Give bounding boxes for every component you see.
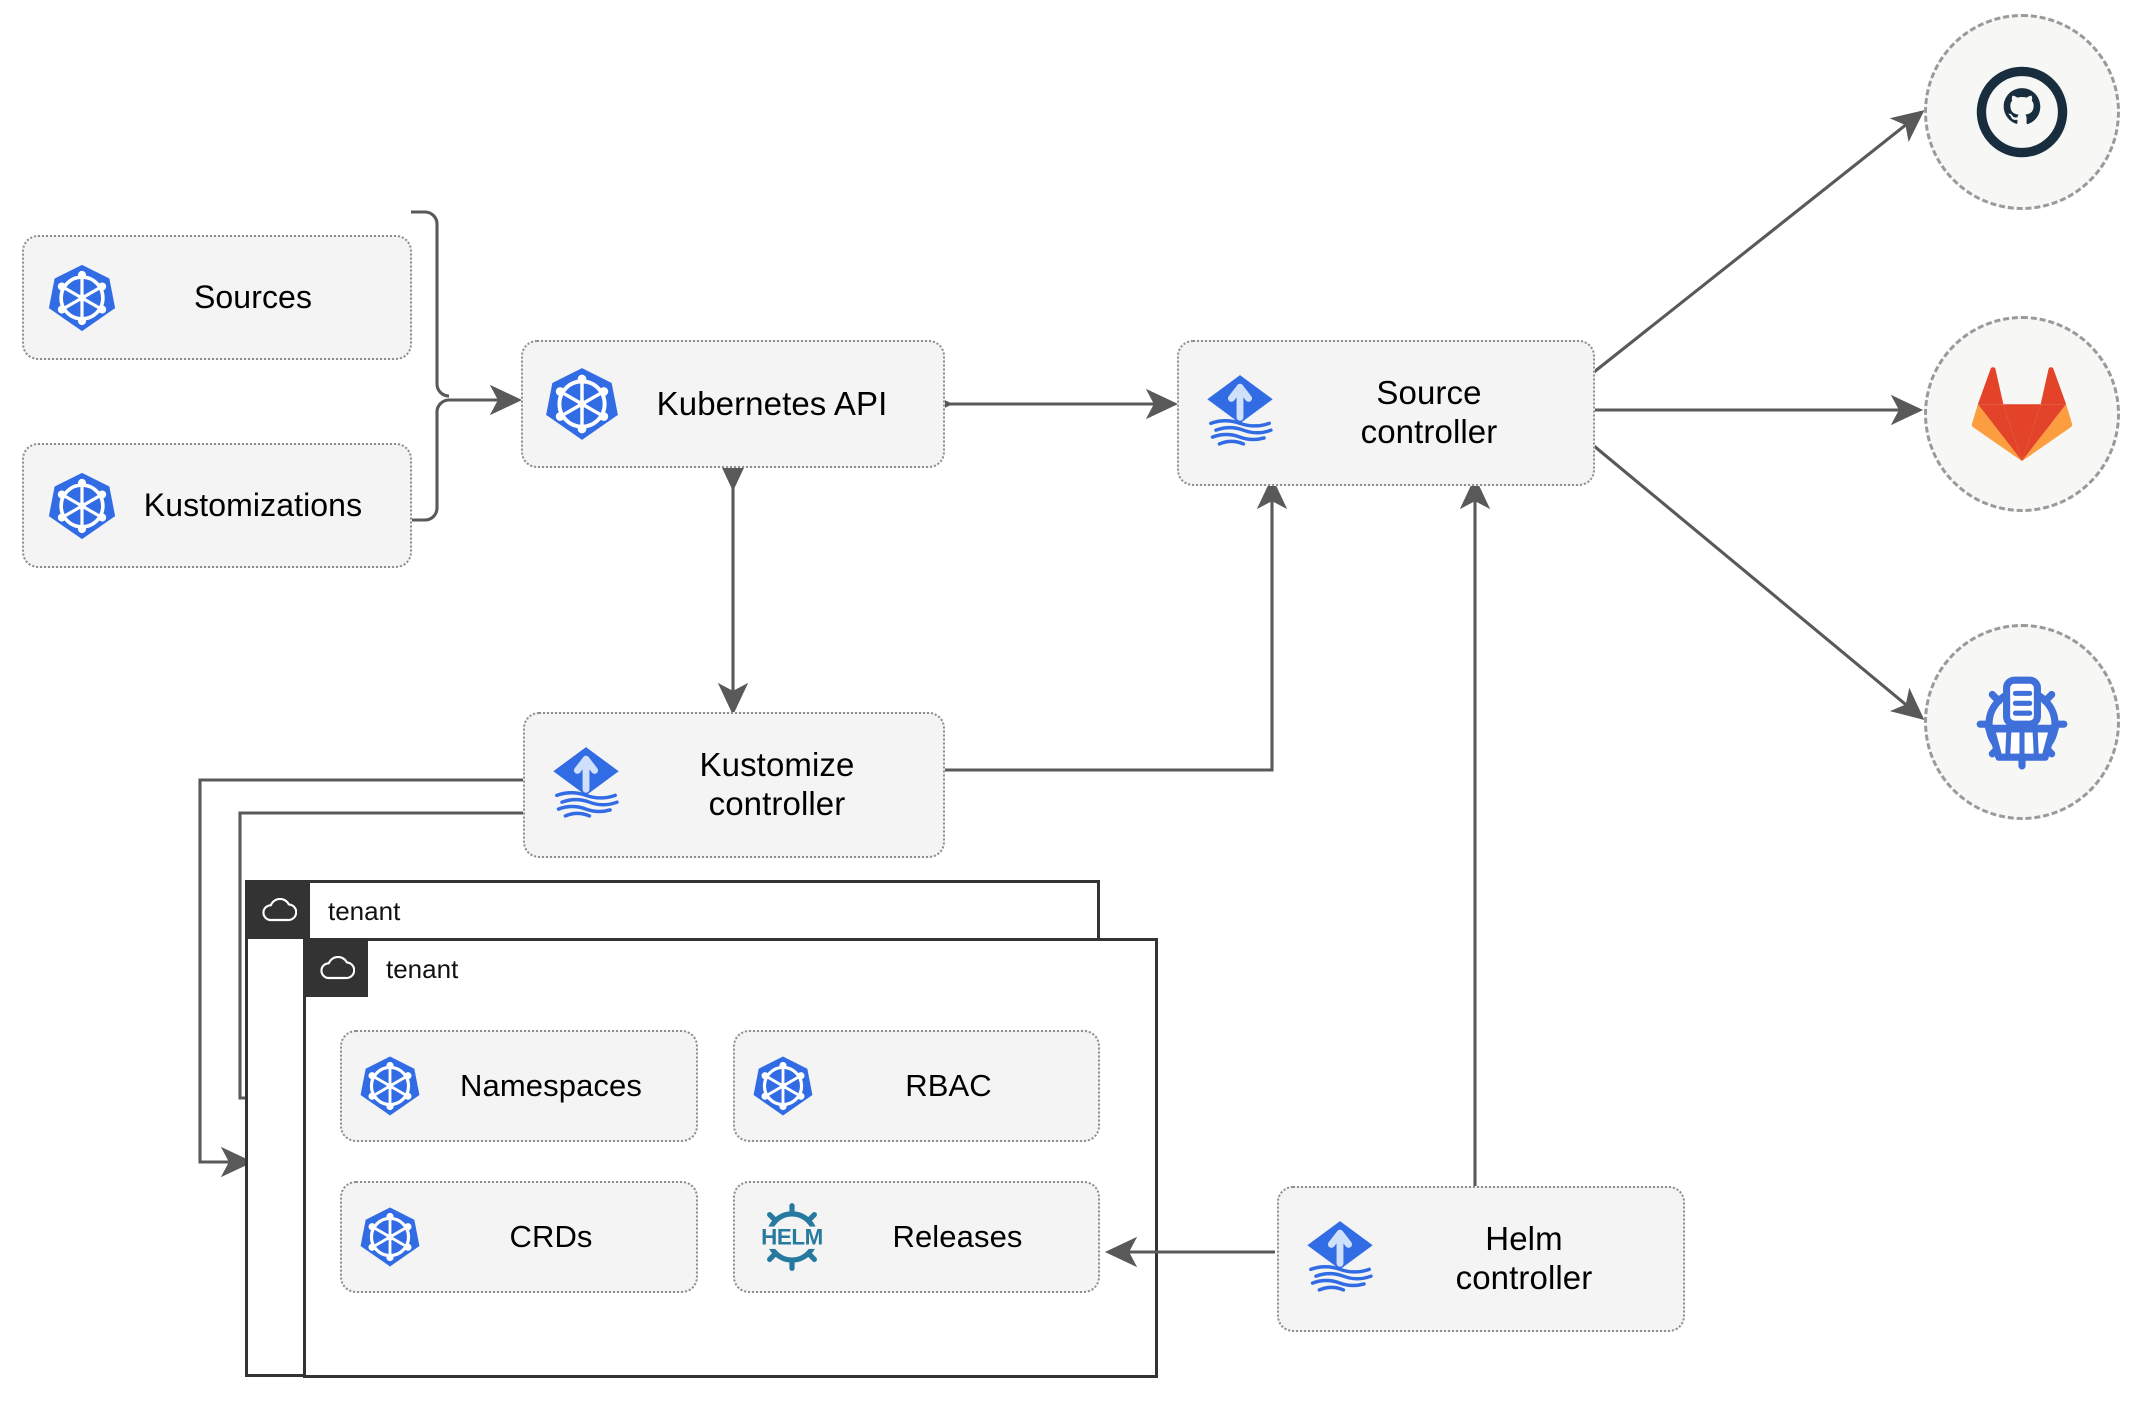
tenant-header: tenant [306,941,458,997]
tenant-label: tenant [328,895,401,926]
node-label: Namespaces [460,1067,642,1103]
bucket-icon [1976,676,2068,770]
edge-kustomize-source [945,476,1288,772]
node-releases[interactable]: HELM Releases [733,1181,1100,1293]
tenant-panel-front[interactable]: tenant [303,938,1158,1378]
kubernetes-icon [358,1205,422,1269]
edge-kustomizations-bracket [411,398,450,522]
edge-source-github [1593,110,1925,374]
node-kubernetes-api[interactable]: Kubernetes API [521,340,945,468]
node-label: Source controller [1360,374,1498,450]
kubernetes-icon [46,262,118,334]
flux-icon [1297,1216,1383,1302]
node-kustomize-controller[interactable]: Kustomize controller [523,712,945,858]
node-label: Kustomize controller [699,746,855,822]
kubernetes-icon [751,1054,815,1118]
flux-icon [543,742,629,828]
provider-github[interactable] [1924,14,2120,210]
cloud-icon [248,883,310,939]
node-label: Kustomizations [143,486,363,523]
node-namespaces[interactable]: Namespaces [340,1030,698,1142]
edge-sources-bracket [411,210,450,398]
node-source-controller[interactable]: Source controller [1177,340,1595,486]
node-label: Kubernetes API [656,384,888,422]
svg-text:HELM: HELM [761,1224,823,1249]
provider-gitlab[interactable] [1924,316,2120,512]
edge-source-bucket [1593,444,1925,720]
node-helm-controller[interactable]: Helm controller [1277,1186,1685,1332]
provider-bucket[interactable] [1924,624,2120,820]
node-crds[interactable]: CRDs [340,1181,698,1293]
kubernetes-icon [46,470,118,542]
flux-icon [1197,370,1283,456]
cloud-icon [306,941,368,997]
gitlab-icon [1971,367,2073,462]
kubernetes-icon [358,1054,422,1118]
node-label: Sources [193,278,313,315]
node-label: CRDs [509,1218,593,1254]
node-sources[interactable]: Sources [22,235,412,360]
helm-icon: HELM [751,1199,833,1275]
node-kustomizations[interactable]: Kustomizations [22,443,412,568]
github-icon [1976,66,2068,158]
node-label: Helm controller [1455,1220,1593,1296]
node-rbac[interactable]: RBAC [733,1030,1100,1142]
tenant-label: tenant [386,953,459,984]
kubernetes-icon [543,365,621,443]
node-label: Releases [892,1218,1023,1254]
tenant-header: tenant [248,883,400,939]
node-label: RBAC [905,1067,992,1103]
